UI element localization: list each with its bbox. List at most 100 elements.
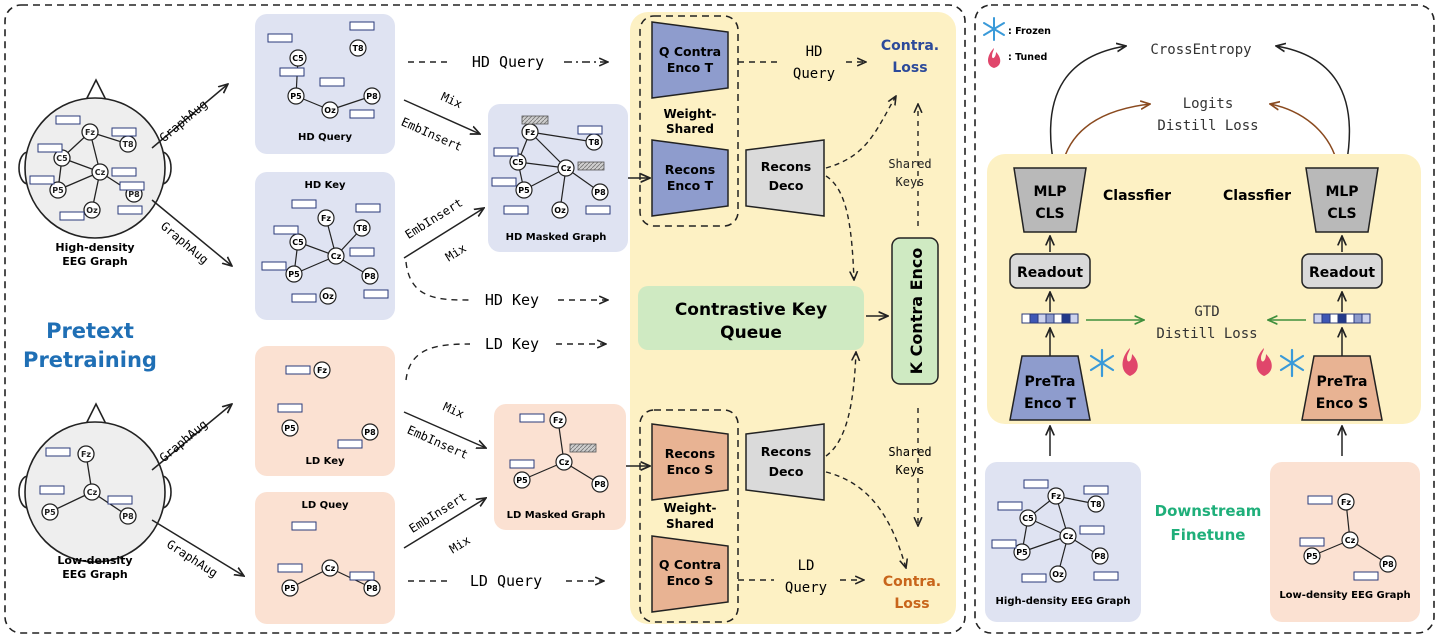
readout-student-label: Readout xyxy=(1309,265,1375,281)
queue-line2: Queue xyxy=(720,323,782,343)
flame-icon xyxy=(1122,348,1138,376)
node-oz: Oz xyxy=(322,292,334,301)
recons-enco-s xyxy=(651,423,729,501)
node-p8: P8 xyxy=(1094,552,1106,561)
graphaug-label: GraphAug xyxy=(157,417,210,465)
node-p8: P8 xyxy=(364,428,376,437)
recons-enco-t-line1: Recons xyxy=(665,162,715,177)
embedding-teacher xyxy=(1021,313,1079,324)
readout-teacher-label: Readout xyxy=(1017,265,1083,281)
node-c5: C5 xyxy=(292,238,304,247)
weight-shared-line2: Shared xyxy=(666,122,714,136)
node-oz: Oz xyxy=(324,106,336,115)
contra-loss-bottom-line1: Contra. xyxy=(883,574,941,590)
teacher-weight-shared-group xyxy=(639,15,739,227)
contra-loss-top-line2: Loss xyxy=(892,60,927,76)
embinsert-label: EmbInsert xyxy=(399,115,464,154)
embedding-student xyxy=(1313,313,1371,324)
gtd-line2: Distill Loss xyxy=(1156,326,1257,342)
node-fz: Fz xyxy=(81,450,91,459)
embinsert-label: EmbInsert xyxy=(407,489,470,535)
ld-query-flow-label: LD Query xyxy=(470,572,542,590)
recons-enco-t-line2: Enco T xyxy=(667,178,714,193)
node-c5: C5 xyxy=(1022,514,1034,523)
node-fz: Fz xyxy=(553,416,563,425)
weight-shared-line1: Weight- xyxy=(664,107,717,121)
mlp-cls-teacher xyxy=(1013,167,1087,233)
graphaug-label: GraphAug xyxy=(157,97,210,145)
contrastive-key-queue xyxy=(638,286,864,350)
crossentropy-label: CrossEntropy xyxy=(1150,42,1251,58)
node-oz: Oz xyxy=(1052,570,1064,579)
mix-label: Mix xyxy=(441,400,467,422)
snowflake-icon xyxy=(1089,348,1115,378)
node-cz: Cz xyxy=(1345,536,1356,545)
node-t8: T8 xyxy=(588,138,599,147)
ld-query-panel xyxy=(255,492,395,624)
q-contra-s-line1: Q Contra xyxy=(659,557,721,572)
ld-query-inner-line1: LD xyxy=(798,558,815,574)
pretra-enco-s xyxy=(1301,355,1383,421)
node-p8: P8 xyxy=(594,480,606,489)
node-p5: P5 xyxy=(284,584,296,593)
classifier-teacher: Classfier xyxy=(1103,188,1171,204)
node-fz: Fz xyxy=(321,214,331,223)
q-contra-enco-t xyxy=(651,21,729,99)
ld-head-caption-line1: Low-density xyxy=(57,554,132,567)
node-p8: P8 xyxy=(594,188,606,197)
node-p5: P5 xyxy=(1016,548,1028,557)
downstream-line2: Finetune xyxy=(1171,526,1246,544)
logits-line1: Logits xyxy=(1183,96,1234,112)
hd-key-panel-label: HD Key xyxy=(304,180,346,191)
node-p8: P8 xyxy=(364,272,376,281)
node-p8: P8 xyxy=(1382,560,1394,569)
recons-enco-s-line1: Recons xyxy=(665,446,715,461)
flame-icon xyxy=(988,48,1001,68)
mix-label: Mix xyxy=(443,241,469,264)
ld-head-caption-line2: EEG Graph xyxy=(62,568,127,581)
mlp-cls-student-line2: CLS xyxy=(1327,206,1356,222)
node-cz: Cz xyxy=(325,564,336,573)
node-p5: P5 xyxy=(284,424,296,433)
shared-keys-bottom-line1: Shared xyxy=(888,445,931,459)
node-p5: P5 xyxy=(52,186,64,195)
flame-icon xyxy=(1256,348,1272,376)
recons-enco-t xyxy=(651,139,729,217)
gtd-line1: GTD xyxy=(1194,304,1219,320)
recons-enco-s-line2: Enco S xyxy=(667,462,714,477)
ld-key-flow-label: LD Key xyxy=(485,335,539,353)
shared-keys-bottom-line2: Keys xyxy=(896,463,925,477)
node-cz: Cz xyxy=(561,164,572,173)
recons-deco-t-line2: Deco xyxy=(769,178,804,193)
pretext-title-line1: Pretext xyxy=(46,319,134,343)
hd-head: Fz T8 C5 Cz P5 P8 Oz xyxy=(18,78,172,239)
mlp-cls-teacher-line2: CLS xyxy=(1035,206,1064,222)
k-contra-enco-label: K Contra Enco xyxy=(907,248,926,375)
classifier-student: Classfier xyxy=(1223,188,1291,204)
hd-key-flow-label: HD Key xyxy=(485,291,539,309)
ld-query-inner-line2: Query xyxy=(785,580,827,596)
node-p5: P5 xyxy=(518,186,530,195)
snowflake-icon xyxy=(983,17,1005,41)
node-p5: P5 xyxy=(1306,552,1318,561)
hd-eeg-graph-label: High-density EEG Graph xyxy=(996,596,1131,607)
ld-head: Fz Cz P5 P8 xyxy=(18,402,172,563)
graphaug-label: GraphAug xyxy=(164,537,220,580)
hd-query-inner-line2: Query xyxy=(793,66,835,82)
downstream-line1: Downstream xyxy=(1155,502,1262,520)
node-oz: Oz xyxy=(86,206,98,215)
ld-key-panel-label: LD Key xyxy=(305,456,345,467)
node-t8: T8 xyxy=(352,44,363,53)
node-p8: P8 xyxy=(122,512,134,521)
pretra-enco-s-line1: PreTra xyxy=(1316,374,1367,390)
node-c5: C5 xyxy=(292,54,304,63)
mlp-cls-student-line1: MLP xyxy=(1325,184,1358,200)
weight-shared-line1: Weight- xyxy=(664,501,717,515)
weight-shared-line2: Shared xyxy=(666,517,714,531)
node-cz: Cz xyxy=(95,168,106,177)
node-t8: T8 xyxy=(122,140,133,149)
ld-masked-panel-label: LD Masked Graph xyxy=(507,510,606,521)
ld-query-panel-label: LD Quey xyxy=(301,500,349,511)
shared-keys-top-line2: Keys xyxy=(896,175,925,189)
